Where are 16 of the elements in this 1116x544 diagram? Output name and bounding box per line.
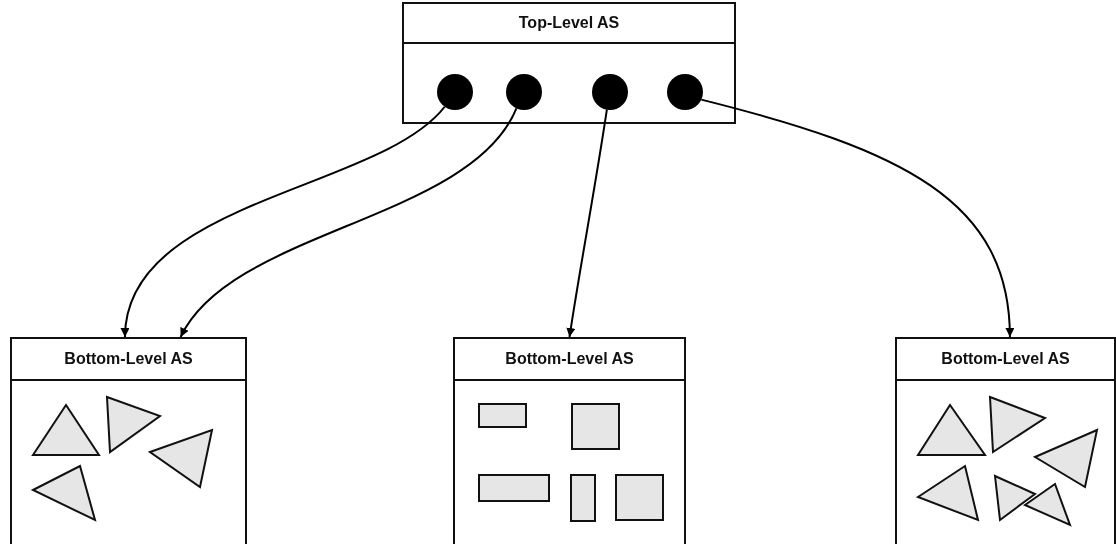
- as-box: [453, 337, 686, 544]
- box-title: Top-Level AS: [518, 14, 620, 32]
- as-box: [895, 337, 1116, 544]
- port-circle: [506, 74, 542, 110]
- as-box: [402, 2, 736, 124]
- port-circle: [437, 74, 473, 110]
- box-title: Bottom-Level AS: [941, 350, 1070, 368]
- arrow: [700, 98, 1014, 338]
- port-circle: [592, 74, 628, 110]
- arrow: [179, 107, 518, 338]
- port-circle: [667, 74, 703, 110]
- as-box: [10, 337, 247, 544]
- box-title: Bottom-Level AS: [64, 350, 193, 368]
- arrow: [566, 108, 608, 338]
- arrow: [121, 105, 446, 338]
- box-title: Bottom-Level AS: [505, 350, 634, 368]
